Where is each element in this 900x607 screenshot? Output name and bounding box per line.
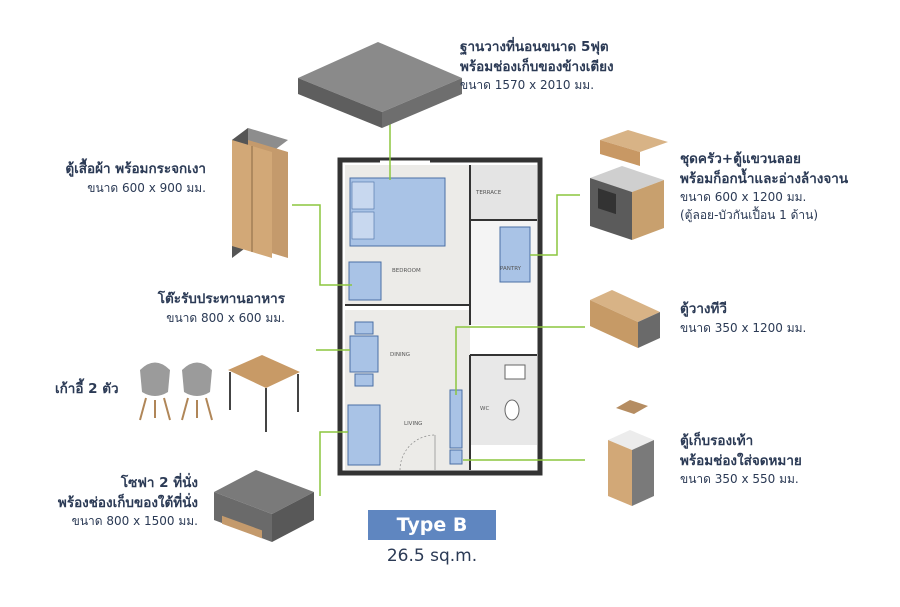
shoe-label-size: ขนาด 350 x 550 มม. — [680, 472, 799, 487]
plan-table — [349, 335, 379, 373]
kitchen-label-size: ขนาด 600 x 1200 มม. — [680, 190, 807, 205]
wardrobe-illustration — [232, 128, 288, 258]
wardrobe-label-title: ตู้เสื้อผ้า พร้อมกระจกเงา — [65, 161, 206, 177]
shoe-label-line2: พร้อมช่องใส่จดหมาย — [680, 452, 802, 469]
bed-label-line2: พร้อมช่องเก็บของข้างเตียง — [460, 58, 614, 75]
tv-label-title: ตู้วางทีวี — [680, 301, 727, 317]
tv-label-size: ขนาด 350 x 1200 มม. — [680, 320, 807, 335]
sofa-label-size: ขนาด 800 x 1500 มม. — [71, 514, 198, 529]
tv-cabinet-illustration — [590, 290, 660, 348]
plan-tv-cabinet — [449, 389, 463, 449]
bed-label: ฐานวางที่นอนขนาด 5ฟุต พร้อมช่องเก็บของข้… — [460, 38, 614, 95]
shoe-cabinet-illustration — [608, 400, 654, 506]
kitchen-label-note: (ตู้ลอย-บัวกันเปื้อน 1 ด้าน) — [680, 207, 819, 222]
wardrobe-label-size: ขนาด 600 x 900 มม. — [87, 180, 206, 195]
kitchen-label-line1: ชุดครัว+ตู้แขวนลอย — [680, 151, 801, 167]
room-label-pantry: PANTRY — [500, 266, 522, 272]
kitchen-label: ชุดครัว+ตู้แขวนลอย พร้อมก็อกน้ำและอ่างล้… — [680, 150, 848, 224]
sofa-illustration — [214, 470, 314, 542]
type-badge: Type B — [368, 510, 496, 540]
chairs-label: เก้าอี้ 2 ตัว — [55, 380, 119, 400]
table-label-size: ขนาด 800 x 600 มม. — [166, 310, 285, 325]
kitchen-label-line2: พร้อมก็อกน้ำและอ่างล้างจาน — [680, 170, 849, 187]
room-label-bedroom: BEDROOM — [392, 268, 421, 274]
area-text: 26.5 sq.m. — [386, 546, 478, 566]
chairs-label-title: เก้าอี้ 2 ตัว — [55, 381, 119, 397]
chairs-illustration — [139, 362, 213, 421]
plan-sofa — [347, 404, 381, 466]
plan-wardrobe — [348, 261, 382, 301]
sofa-label-line1: โซฟา 2 ที่นั่ง — [120, 475, 198, 491]
table-label-title: โต๊ะรับประทานอาหาร — [157, 291, 285, 307]
dining-table-illustration — [228, 355, 300, 432]
floor-plan: TERRACE BEDROOM PANTRY DINING WC LIVING — [337, 157, 543, 476]
room-label-wc: WC — [480, 406, 489, 412]
room-label-terrace: TERRACE — [475, 190, 502, 196]
sofa-label: โซฟา 2 ที่นั่ง พร้องช่องเก็บของใต้ที่นั่… — [8, 474, 198, 531]
wardrobe-label: ตู้เสื้อผ้า พร้อมกระจกเงา ขนาด 600 x 900… — [6, 160, 206, 197]
sofa-label-line2: พร้องช่องเก็บของใต้ที่นั่ง — [57, 494, 198, 511]
plan-kitchen — [499, 226, 531, 283]
room-label-living: LIVING — [404, 421, 422, 427]
bed-illustration — [298, 42, 462, 128]
plan-shoe-cabinet — [449, 449, 463, 465]
shoe-label-line1: ตู้เก็บรองเท้า — [680, 433, 754, 449]
bed-label-line1: ฐานวางที่นอนขนาด 5ฟุต — [460, 39, 609, 55]
shoe-label: ตู้เก็บรองเท้า พร้อมช่องใส่จดหมาย ขนาด 3… — [680, 432, 802, 489]
bed-label-size: ขนาด 1570 x 2010 มม. — [460, 78, 595, 93]
room-label-dining: DINING — [390, 352, 410, 358]
tv-label: ตู้วางทีวี ขนาด 350 x 1200 มม. — [680, 300, 806, 337]
kitchen-illustration — [590, 130, 668, 240]
table-label: โต๊ะรับประทานอาหาร ขนาด 800 x 600 มม. — [85, 290, 285, 327]
